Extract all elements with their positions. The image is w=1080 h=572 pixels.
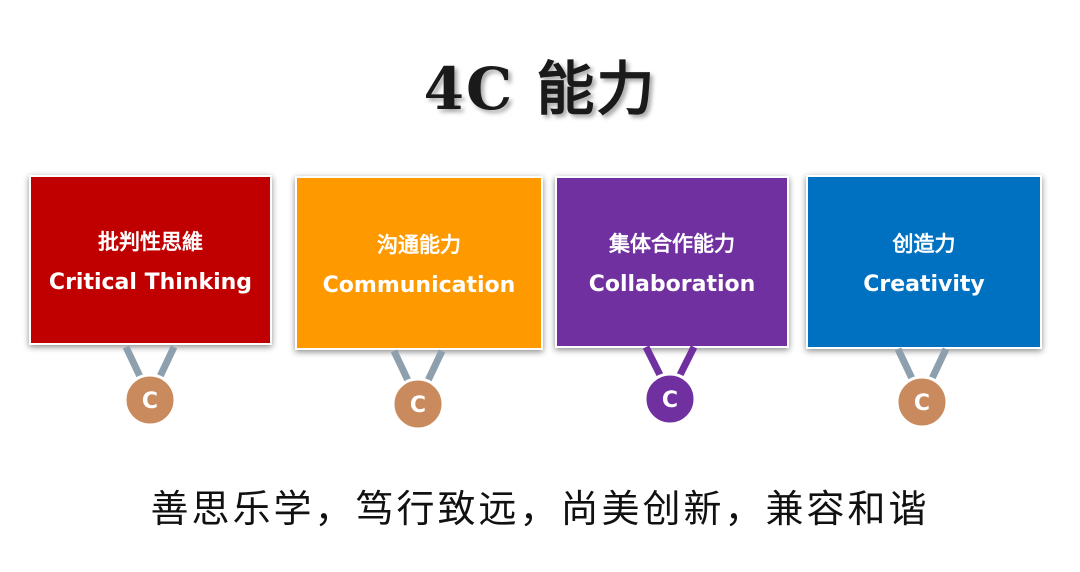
medal-disc [391, 377, 445, 431]
card-label-en: Critical Thinking [48, 269, 253, 295]
card-label-en: Communication [322, 272, 516, 298]
medal-letter: C [662, 388, 678, 413]
card-label-en: Creativity [863, 271, 985, 297]
medal-icon: C [894, 347, 950, 429]
medal-icon: C [122, 345, 178, 427]
medal-letter: C [410, 393, 426, 418]
card-creativity: 创造力 Creativity [806, 175, 1042, 349]
medal-icon: C [390, 349, 446, 431]
medal-letter: C [914, 391, 930, 416]
medal-icon: C [642, 345, 698, 426]
card-communication: 沟通能力 Communication [295, 176, 543, 350]
medal-disc [643, 372, 697, 426]
slogan: 善思乐学，笃行致远，尚美创新，兼容和谐 [150, 487, 930, 531]
card-label-zh: 创造力 [892, 231, 956, 256]
medal-letter: C [142, 389, 158, 414]
page-title: 4C 能力 [423, 55, 657, 123]
medal-disc [895, 375, 949, 429]
medal-disc [123, 373, 177, 427]
card-label-en: Collaboration [588, 271, 756, 297]
card-critical-thinking: 批判性思維 Critical Thinking [29, 175, 272, 345]
card-label-zh: 沟通能力 [377, 232, 461, 257]
card-label-zh: 批判性思維 [98, 229, 203, 254]
card-collaboration: 集体合作能力 Collaboration [555, 176, 789, 348]
card-label-zh: 集体合作能力 [609, 231, 735, 256]
